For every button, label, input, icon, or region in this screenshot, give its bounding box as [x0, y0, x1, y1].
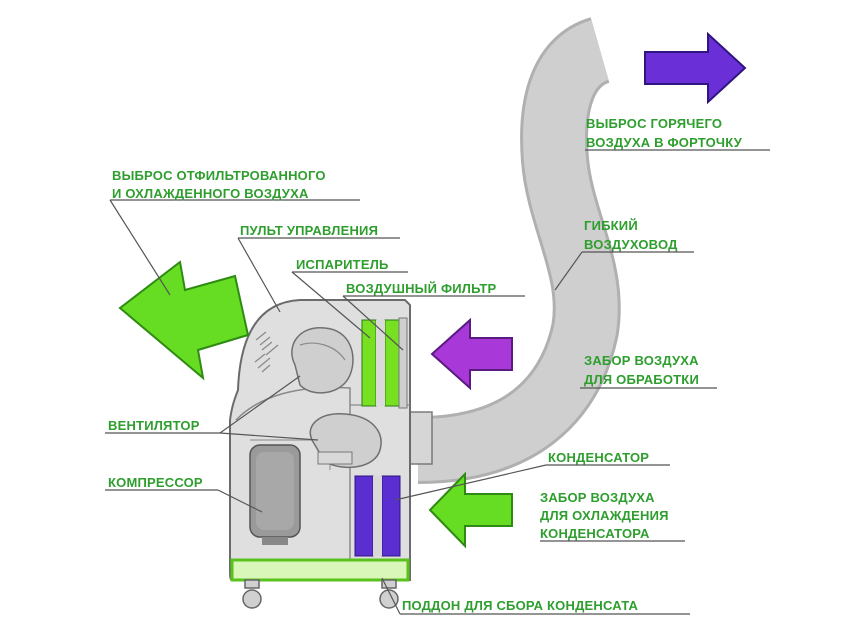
lower-fan-icon [309, 413, 382, 469]
air-filter-block [398, 317, 408, 409]
label-condensate-tray: ПОДДОН ДЛЯ СБОРА КОНДЕНСАТА [402, 598, 639, 613]
wheels [242, 579, 399, 609]
label-filtered-air-out-line1: ВЫБРОС ОТФИЛЬТРОВАННОГО [112, 168, 326, 183]
label-intake-condenser-line3: КОНДЕНСАТОРА [540, 526, 650, 541]
air-intake-condenser-arrow [428, 471, 513, 549]
control-panel [254, 331, 279, 373]
label-filtered-air-out-line2: И ОХЛАЖДЕННОГО ВОЗДУХА [112, 186, 309, 201]
filtered-air-out-arrow [118, 260, 250, 381]
label-condenser: КОНДЕНСАТОР [548, 450, 649, 465]
leader-lines [105, 149, 770, 615]
label-air-filter: ВОЗДУШНЫЙ ФИЛЬТР [346, 281, 496, 296]
air-intake-processing-arrow [430, 317, 513, 391]
evaporator-block [361, 319, 400, 407]
condenser-block [354, 475, 401, 557]
label-hot-air-out-line1: ВЫБРОС ГОРЯЧЕГО [586, 116, 722, 131]
flexible-duct [417, 17, 621, 484]
compressor-block [249, 444, 301, 545]
label-intake-processing-line2: ДЛЯ ОБРАБОТКИ [584, 372, 699, 387]
label-flexible-duct-line2: ВОЗДУХОВОД [584, 237, 678, 252]
condensate-tray-block [230, 558, 410, 582]
label-compressor: КОМПРЕССОР [108, 475, 203, 490]
label-flexible-duct-line1: ГИБКИЙ [584, 218, 638, 233]
label-evaporator: ИСПАРИТЕЛЬ [296, 257, 389, 272]
label-fan: ВЕНТИЛЯТОР [108, 418, 200, 433]
label-control-panel: ПУЛЬТ УПРАВЛЕНИЯ [240, 223, 378, 238]
label-intake-condenser-line1: ЗАБОР ВОЗДУХА [540, 490, 655, 505]
hot-air-out-arrow [644, 31, 747, 105]
upper-fan-icon [291, 327, 354, 394]
label-hot-air-out-line2: ВОЗДУХА В ФОРТОЧКУ [586, 135, 743, 150]
label-intake-condenser-line2: ДЛЯ ОХЛАЖДЕНИЯ [540, 508, 669, 523]
label-intake-processing-line1: ЗАБОР ВОЗДУХА [584, 353, 699, 368]
